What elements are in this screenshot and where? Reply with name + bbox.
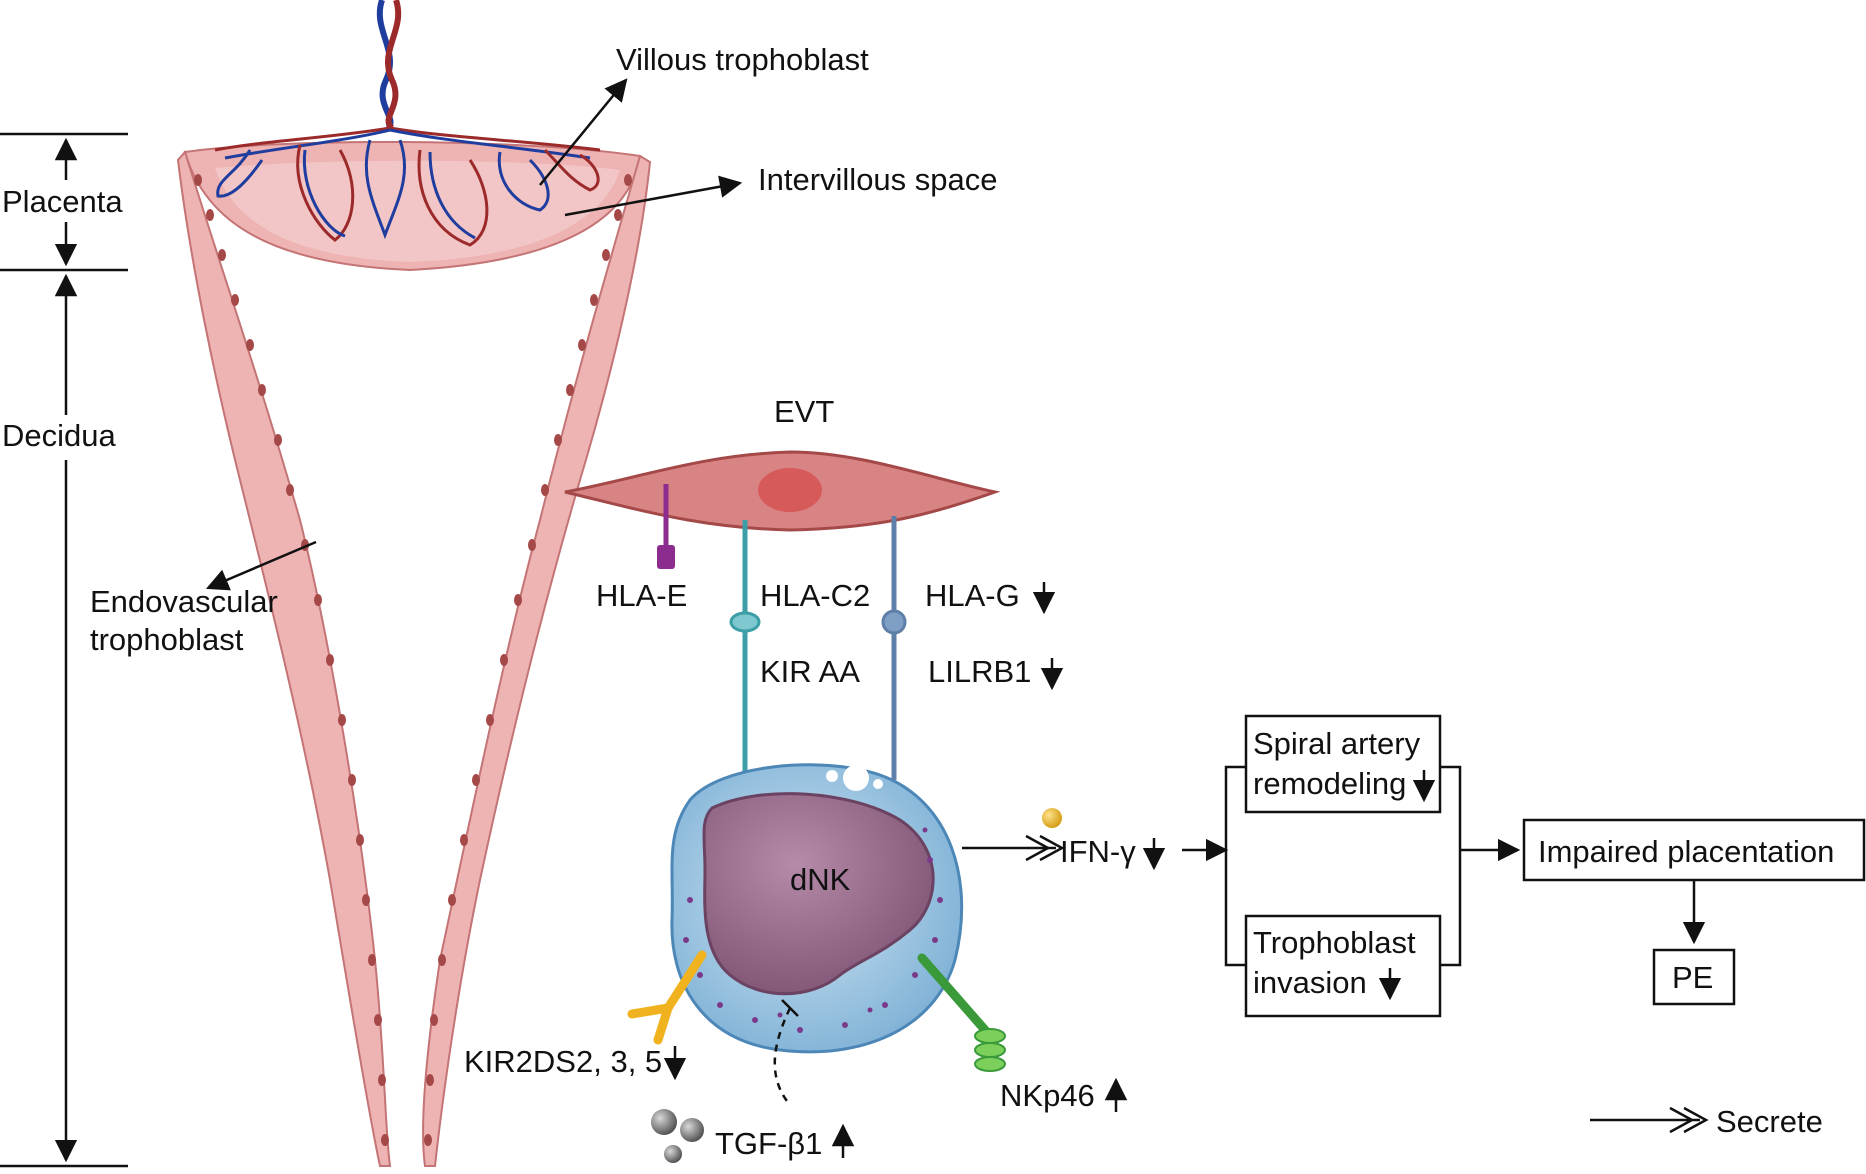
outcome-bracket-left: [1224, 765, 1246, 967]
nkp46-domain-2: [974, 1042, 1006, 1058]
hla-c2-kir-junction: [729, 611, 761, 633]
tgf-b1-block-mark: [781, 999, 799, 1017]
nkp46-receptor: NKp46: [917, 953, 1128, 1113]
nkp46-domain-1: [974, 1028, 1006, 1044]
dnk-vesicle-tiny: [873, 779, 883, 789]
legend-chevron-2: [1683, 1106, 1709, 1134]
lilrb1-label: LILRB1: [928, 654, 1031, 689]
trophoblast-invasion-box: [1244, 914, 1442, 1018]
right-decidua-strand: [422, 154, 652, 1167]
legend: Secrete: [1590, 1104, 1823, 1139]
tgf-b1-secretion: TGF-β1: [651, 999, 855, 1163]
kir2ds-receptor: KIR2DS2, 3, 5: [464, 950, 707, 1081]
tgf-b1-path: [773, 1007, 792, 1106]
villous-trophoblast-label: Villous trophoblast: [616, 42, 869, 77]
kir-aa-label: KIR AA: [760, 654, 860, 689]
endovascular-label-line2: trophoblast: [90, 622, 244, 657]
kir2ds-arm-right: [653, 1003, 673, 1045]
kir2ds-arm-left: [627, 1003, 673, 1019]
pe-label: PE: [1672, 960, 1713, 995]
spiral-artery-box: [1244, 714, 1442, 814]
left-decidua-strand: [176, 149, 392, 1167]
tgf-b1-ball-2: [680, 1118, 704, 1142]
outcome-bracket-right: [1440, 765, 1462, 967]
decidua-label: Decidua: [2, 418, 116, 453]
umbilical-artery: [385, 0, 402, 131]
spiral-artery-label-line1: Spiral artery: [1253, 726, 1421, 761]
ifn-g-label: IFN-γ: [1060, 834, 1136, 869]
hla-g-label: HLA-G: [925, 578, 1020, 613]
endovascular-pointer: [205, 540, 317, 591]
receptors: HLA-E HLA-C2 KIR AA HLA-G LILRB1: [596, 484, 1064, 795]
trophoblast-invasion-label-line2: invasion: [1253, 965, 1367, 1000]
dnk-cell: dNK: [670, 763, 964, 1054]
hla-c2-label: HLA-C2: [760, 578, 870, 613]
dnk-label: dNK: [790, 862, 851, 897]
hla-e-head: [657, 545, 675, 569]
nkp46-domain-3: [974, 1056, 1006, 1072]
legend-chevron-1: [1669, 1106, 1695, 1134]
evt-nucleus: [758, 468, 822, 512]
impaired-placentation-box: [1522, 818, 1866, 882]
placenta-illustration: [176, 0, 652, 1167]
intervillous-space-area: [215, 160, 620, 262]
evt-cell: EVT: [564, 394, 1001, 532]
nkp46-stalk: [917, 953, 990, 1035]
hla-e-label: HLA-E: [596, 578, 687, 613]
intervillous-pointer: [564, 175, 743, 217]
trophoblast-invasion-label-line1: Trophoblast: [1253, 925, 1416, 960]
villous-pointer: [539, 78, 628, 186]
ifn-g-molecule: [1042, 808, 1062, 828]
intervillous-space-label: Intervillous space: [758, 162, 998, 197]
tgf-b1-label: TGF-β1: [715, 1126, 822, 1161]
secrete-chevron-2: [1039, 834, 1065, 862]
nkp46-label: NKp46: [1000, 1078, 1095, 1113]
dnk-granules: [683, 827, 943, 1033]
evt-label: EVT: [774, 394, 834, 429]
impaired-placentation-label: Impaired placentation: [1538, 834, 1834, 869]
hla-g-lilrb1-junction: [881, 609, 907, 635]
spiral-artery-label-line2: remodeling: [1253, 766, 1406, 801]
outcome-flow: IFN-γ Spiral artery remodeling Trophobla…: [962, 714, 1866, 1018]
kir2ds-label: KIR2DS2, 3, 5: [464, 1044, 662, 1079]
legend-secrete-label: Secrete: [1716, 1104, 1823, 1139]
region-scale: Placenta Decidua: [0, 132, 128, 1168]
dnk-vesicle-small: [826, 770, 838, 782]
tissue-annotations: Villous trophoblast Intervillous space E…: [90, 42, 998, 657]
tgf-b1-ball-3: [664, 1145, 682, 1163]
tgf-b1-ball-1: [651, 1109, 677, 1135]
pe-box: [1652, 948, 1736, 1006]
placenta-label: Placenta: [2, 184, 123, 219]
dnk-vesicle-large: [843, 765, 869, 791]
endovascular-label-line1: Endovascular: [90, 584, 278, 619]
kir2ds-stalk: [663, 950, 707, 1013]
decidua-nuclei: [194, 174, 632, 1146]
secrete-chevron-1: [1025, 834, 1051, 862]
dnk-nucleus: [702, 792, 935, 996]
